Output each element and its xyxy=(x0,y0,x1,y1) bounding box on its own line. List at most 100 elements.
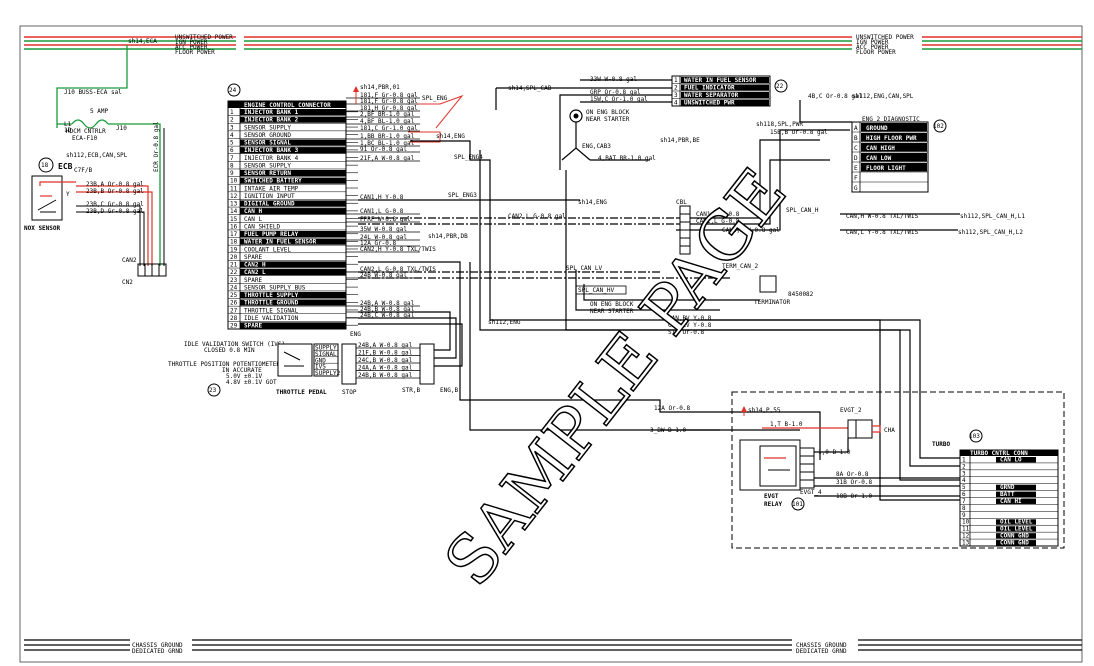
callout-24 xyxy=(227,83,241,97)
ecm-row-label: SENSOR GROUND xyxy=(244,132,291,139)
stop-label: STOP xyxy=(342,389,357,396)
evgt4-connector xyxy=(799,447,815,489)
ecm-row-num: 5 xyxy=(230,140,234,147)
ecm-row-label: INJECTOR BANK 4 xyxy=(244,155,299,162)
can-area: CBL CAN1,H Y-0.8 CAN1,L G-0.8 CAN2,H W-0… xyxy=(508,199,1025,306)
ecm-row-num: 2 xyxy=(230,117,234,124)
ecm-row-label: SPARE xyxy=(244,277,262,284)
callout-101 xyxy=(791,497,805,511)
throttle-line-2: THROTTLE POSITION POTENTIOMETER xyxy=(168,361,280,368)
nox-ref: sh112,ECB,CAN,SPL xyxy=(66,152,128,159)
fuse-pin-1: 1D xyxy=(64,127,72,134)
turbo-row-num: 5 xyxy=(962,484,966,491)
ecm-row-num: 9 xyxy=(230,170,234,177)
term-sub: TERMINATOR xyxy=(754,299,791,306)
ecm-ref-6: sh14,ENG xyxy=(578,199,607,206)
ecm-wire-label: 24B,B W-0.8 gal xyxy=(360,306,415,313)
ecm-row-num: 17 xyxy=(230,231,238,238)
fuse-pin-0: L1 xyxy=(64,121,72,128)
ecm-conn-label: ENG xyxy=(350,331,361,338)
ecm-row-label: SWITCHED BATTERY xyxy=(244,178,302,185)
throttle-wire-label: 21F,B W-0.8 gal xyxy=(358,350,413,357)
ecm-wire-label: CAN2,L G-0.8 TXL/TWIS xyxy=(360,266,436,273)
top-row-label: UNSWITCHED PWR xyxy=(684,100,735,107)
ecm-row-label: CAN H xyxy=(244,208,262,215)
ecm-row-num: 29 xyxy=(230,323,238,330)
turbo-row-num: 9 xyxy=(962,512,966,519)
ground-label-left-1: DEDICATED GRND xyxy=(132,648,183,655)
vertical-wire-label: ECR Or-0.8 gal xyxy=(153,121,160,172)
watermark-text: SAMPLE PAGE xyxy=(430,155,801,600)
bus-label-right-3: FLOOR POWER xyxy=(856,49,896,56)
turbo-row-label: OIL LEVEL xyxy=(1000,526,1033,533)
evgt-relay-label: EVGT xyxy=(764,493,779,500)
ecm-row-label: DIGITAL GROUND xyxy=(244,201,295,208)
ecm-row-label: CAN2 L xyxy=(244,269,266,276)
right-row-num: E xyxy=(854,165,858,172)
ecm-ref-7: sh14,PBR,BE xyxy=(660,137,700,144)
evgt-ref: sh14,P,55 xyxy=(748,407,781,414)
ecm-ref-3: SPL_ENG4 xyxy=(454,154,483,161)
top-ref: sh14,SPL_CAB xyxy=(508,85,552,92)
right-connector-title: ENG_2 DIAGNOSTIC xyxy=(862,116,920,123)
turbo-row-label: BATT xyxy=(1000,491,1015,498)
throttle-wire-label: 24C,B W-0.8 gal xyxy=(358,357,413,364)
can-wire-r1: CAN,H W-0.8 TXL/TWIS xyxy=(846,213,919,220)
ecm-row-num: 20 xyxy=(230,254,238,261)
right-row-label: HIGH FLOOR PWR xyxy=(866,135,917,142)
cable-label-0: CAN2 xyxy=(122,257,137,264)
can-label-3: CAN2,L G-0.8 gal xyxy=(508,213,566,220)
callout-102 xyxy=(933,119,947,133)
top-row-num: 2 xyxy=(674,85,678,92)
turbo-row-num: 10 xyxy=(962,519,970,526)
ecm-row-num: 6 xyxy=(230,147,234,154)
right-ref: sh112,ENG,CAN,SPL xyxy=(852,93,914,100)
nox-wire-1: 23B,B Or-0.8 gal xyxy=(86,188,144,195)
right-wire: 4B,C Or-0.8 gal xyxy=(808,93,863,100)
ecm-row-label: COOLANT LEVEL xyxy=(244,246,291,253)
ecm-wire-label: 35W W-0.8 gal xyxy=(360,226,407,233)
turbo-row-label: CONN GND xyxy=(1000,533,1029,540)
callout-103 xyxy=(969,429,983,443)
top-row-label: WATER SEPARATOR xyxy=(684,92,739,99)
callout-101-label: 101 xyxy=(792,501,803,508)
ecm-title-bar xyxy=(228,101,346,108)
throttle-pin: IVS xyxy=(315,364,326,371)
fuse-label: J10 BUSS-ECA sal xyxy=(64,89,122,96)
strb-connector xyxy=(419,343,435,385)
ecm-wire-label: CAN1,H Y-0.8 xyxy=(360,194,404,201)
ecm-row-label: INJECTOR BANK 3 xyxy=(244,147,299,154)
turbo-row-num: 12 xyxy=(962,533,970,540)
callout-24-label: 24 xyxy=(229,87,237,94)
can-label-1: CAN1,L G-0.8 xyxy=(696,218,740,225)
can-ref-r2: sh112,SPL_CAN_H,L2 xyxy=(958,229,1023,236)
ecm-row-num: 28 xyxy=(230,315,238,322)
throttle-wire-label: 24B,B W-0.8 gal xyxy=(358,372,413,379)
ecm-row-label: SENSOR RETURN xyxy=(244,170,291,177)
evgt-w2: 8A Or-0.8 xyxy=(836,471,869,478)
throttle-name: THROTTLE PEDAL xyxy=(276,389,327,396)
callout-22 xyxy=(774,79,788,93)
ecm-ref-4: sh14,PBR,DB xyxy=(428,233,468,240)
ecm-wire-label: 181,C Gr-1.0 gal xyxy=(360,125,418,132)
ecm-ref-8: sh112,ENG xyxy=(488,319,521,326)
cbl-label: CBL xyxy=(676,199,687,206)
ecm-ref-2: sh14,ENG xyxy=(436,133,465,140)
evgt-area: 12A Or-0.8 3_BW B-1.0 sh14,P,55 EVGT_2 1… xyxy=(650,391,1065,549)
evgt-dashed-box xyxy=(731,391,1065,549)
ecm-row-label: SENSOR SUPPLY BUS xyxy=(244,284,306,291)
ecm-wire-label: 24B,A W-0.8 gal xyxy=(360,300,415,307)
ecm-row-label: SPARE xyxy=(244,254,262,261)
nox-sensor-body xyxy=(31,175,63,221)
lower-ground-sub: NEAR STARTER xyxy=(590,308,634,315)
lower-wire-0: CAN,BV Y-0.8 xyxy=(668,315,712,322)
turbo-row-num: 13 xyxy=(962,540,970,547)
evgt-relay-label2: RELAY xyxy=(764,501,782,508)
fuse-name: HDCM CNTRLR xyxy=(66,128,106,135)
ecm-row-label: SPARE xyxy=(244,323,262,330)
right-row-num: G xyxy=(854,185,858,192)
right-row-num: B xyxy=(854,135,858,142)
top-row-label: WATER IN FUEL SENSOR xyxy=(684,77,757,84)
